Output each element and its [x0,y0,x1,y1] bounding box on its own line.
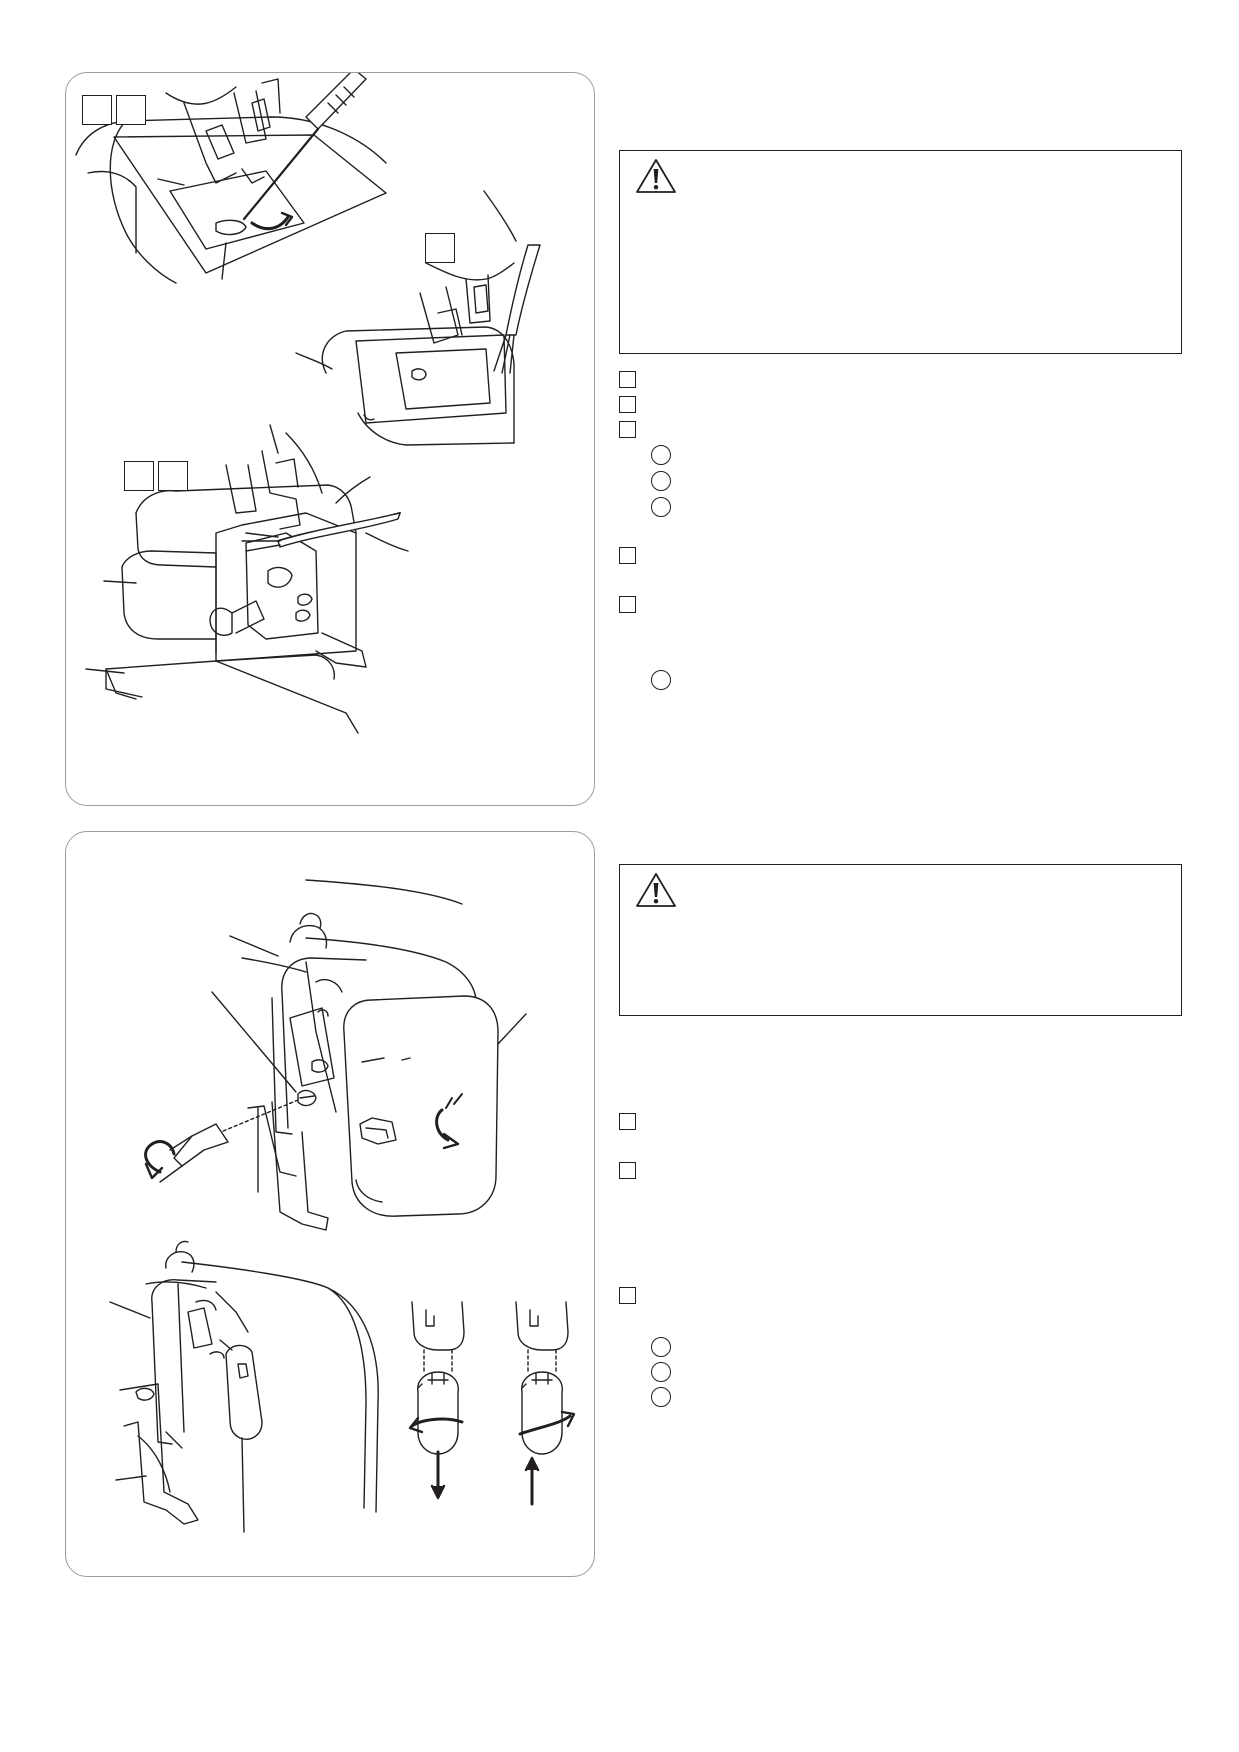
needle-plate-cleaning-illustration [75,73,541,734]
substep-marker [651,1362,671,1382]
figure-label-square [425,233,455,263]
step-marker [619,1113,636,1130]
warning-triangle-icon [636,159,676,193]
substep-marker [651,497,671,517]
warning-triangle-icon [636,873,676,907]
substep-marker [651,471,671,491]
figure-label-square [124,461,154,491]
substep-marker [651,670,671,690]
step-marker [619,596,636,613]
step-marker [619,1162,636,1179]
bottom-illustration-panel [65,831,595,1577]
figure-label-square [116,95,146,125]
warning-box [619,150,1182,354]
light-bulb-replacement-illustration [109,879,576,1533]
substep-marker [651,445,671,465]
top-illustration-panel [65,72,595,806]
step-marker [619,396,636,413]
warning-box [619,864,1182,1016]
step-marker [619,1287,636,1304]
figure-label-square [158,461,188,491]
step-marker [619,547,636,564]
step-marker [619,421,636,438]
substep-marker [651,1387,671,1407]
figure-label-square [82,95,112,125]
step-marker [619,371,636,388]
substep-marker [651,1337,671,1357]
